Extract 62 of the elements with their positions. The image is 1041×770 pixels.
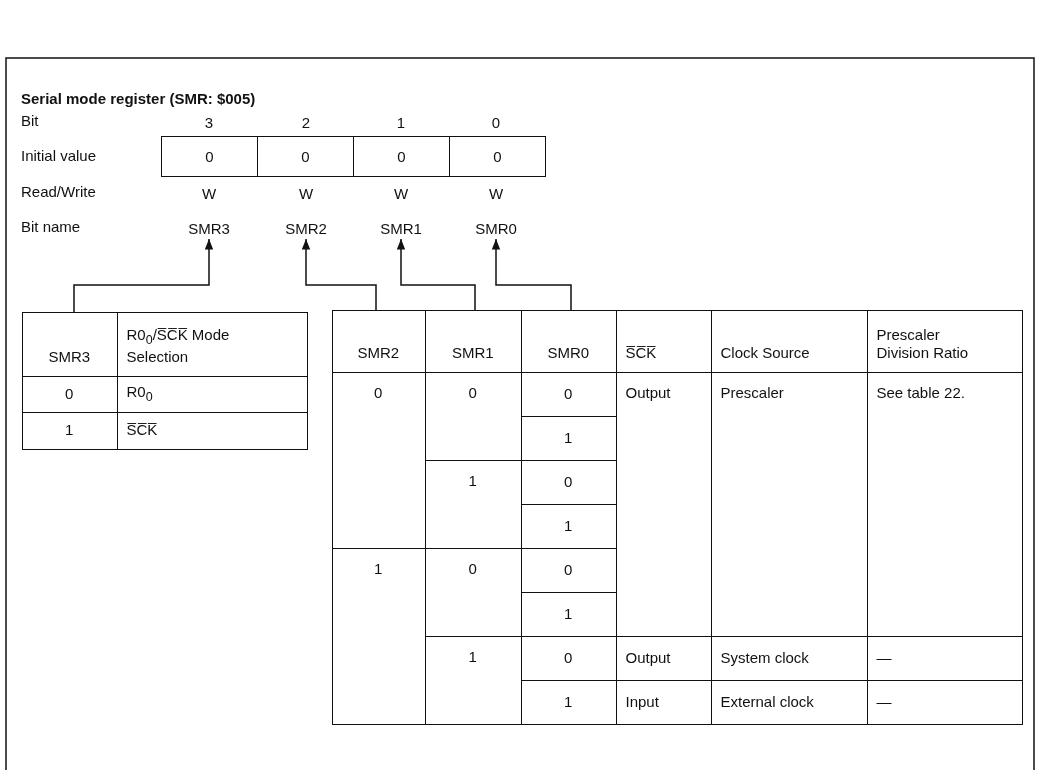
- table-entry: —: [876, 648, 892, 667]
- column-header: Prescaler Division Ratio: [876, 326, 970, 362]
- bit-number: 0: [490, 112, 502, 132]
- table-entry: Input: [625, 692, 659, 711]
- column-header: SMR2: [357, 344, 400, 362]
- table-entry: 0: [564, 384, 573, 403]
- table-entry: Output: [625, 383, 671, 402]
- bit-name: SMR0: [464, 217, 528, 239]
- column-header: S̅C̅K̅: [625, 344, 657, 362]
- table-entry: Output: [625, 648, 671, 667]
- access-type: W: [297, 183, 315, 203]
- column-header: R0$_{0}$/S̅C̅K̅ Mode Selection: [126, 326, 231, 366]
- table-entry: 1: [374, 559, 383, 578]
- column-header: SMR1: [451, 344, 494, 362]
- table-entry: 0: [65, 384, 74, 403]
- table-entry: 1: [564, 604, 573, 623]
- bit-name: SMR2: [274, 217, 338, 239]
- leader-arrow: [491, 238, 572, 311]
- initial-value-field: 0: [257, 136, 354, 177]
- table-entry: Prescaler: [720, 383, 784, 402]
- column-header: SMR0: [547, 344, 590, 362]
- column-header: Clock Source: [720, 344, 810, 362]
- bit-number: 3: [203, 112, 215, 132]
- table-entry: 1: [564, 516, 573, 535]
- access-type: W: [200, 183, 218, 203]
- row-label: Initial value: [21, 147, 97, 166]
- table-entry: 1: [564, 428, 573, 447]
- access-type: W: [487, 183, 505, 203]
- table-entry: 0: [564, 648, 573, 667]
- initial-value-field: 0: [161, 136, 258, 177]
- initial-value-field: 0: [353, 136, 450, 177]
- table-entry: External clock: [720, 692, 814, 711]
- column-header: SMR3: [48, 348, 91, 366]
- row-label: Read/Write: [21, 183, 96, 202]
- table-entry: —: [876, 692, 892, 711]
- table-entry: 0: [468, 559, 477, 578]
- table-entry: 1: [468, 471, 477, 490]
- clock-selection-table: [332, 310, 1022, 724]
- bit-name: SMR3: [177, 217, 241, 239]
- bit-name: SMR1: [369, 217, 433, 239]
- table-entry: 0: [564, 472, 573, 491]
- leader-arrow: [301, 238, 377, 311]
- mode-selection-table: [22, 312, 307, 449]
- register-title: Serial mode register (SMR: $005): [21, 90, 256, 107]
- table-entry: 1: [564, 692, 573, 711]
- table-entry: See table 22.: [876, 383, 965, 402]
- table-entry: 0: [374, 383, 383, 402]
- bit-number: 2: [300, 112, 312, 132]
- leader-arrow: [73, 238, 214, 313]
- table-entry: 1: [468, 647, 477, 666]
- leader-arrow: [396, 238, 476, 311]
- bit-number: 1: [395, 112, 407, 132]
- table-entry: 1: [65, 421, 74, 440]
- table-entry: 0: [564, 560, 573, 579]
- table-entry: S̅C̅K̅: [126, 421, 158, 440]
- table-entry: R0$_{0}$: [126, 382, 153, 405]
- row-label: Bit: [21, 112, 39, 131]
- access-type: W: [392, 183, 410, 203]
- table-entry: System clock: [720, 648, 809, 667]
- row-label: Bit name: [21, 218, 81, 237]
- initial-value-field: 0: [449, 136, 546, 177]
- table-entry: 0: [468, 383, 477, 402]
